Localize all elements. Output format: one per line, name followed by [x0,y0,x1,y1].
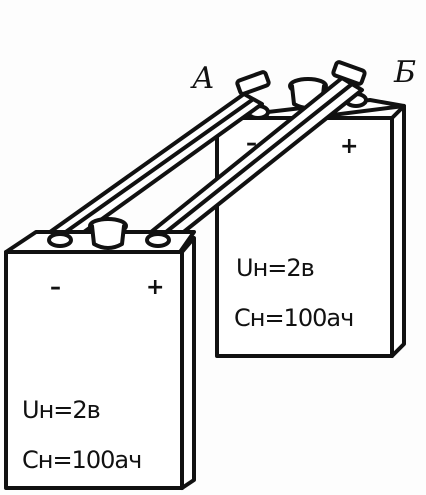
battery-front-front [4,250,184,490]
connector-straps [48,60,367,248]
label-a: А [190,61,215,96]
battery-front-side [180,236,196,490]
battery-front-voltage: Uн=2в [22,396,100,424]
battery-front-vent-cap [88,217,128,250]
battery-back-voltage: Uн=2в [236,254,314,282]
label-b: Б [393,55,416,90]
battery-front-plus-sign: + [146,275,164,300]
battery-back-side [390,104,406,358]
battery-front [4,217,196,490]
battery-back-plus-sign: + [340,134,358,159]
battery-back-capacity: Cн=100ач [234,304,353,332]
battery-front-terminal-plus [145,232,171,248]
battery-front-minus-sign: – [50,275,61,300]
battery-front-terminal-minus [47,232,73,248]
battery-front-capacity: Cн=100ач [22,446,141,474]
battery-back-minus-sign: – [246,131,257,156]
